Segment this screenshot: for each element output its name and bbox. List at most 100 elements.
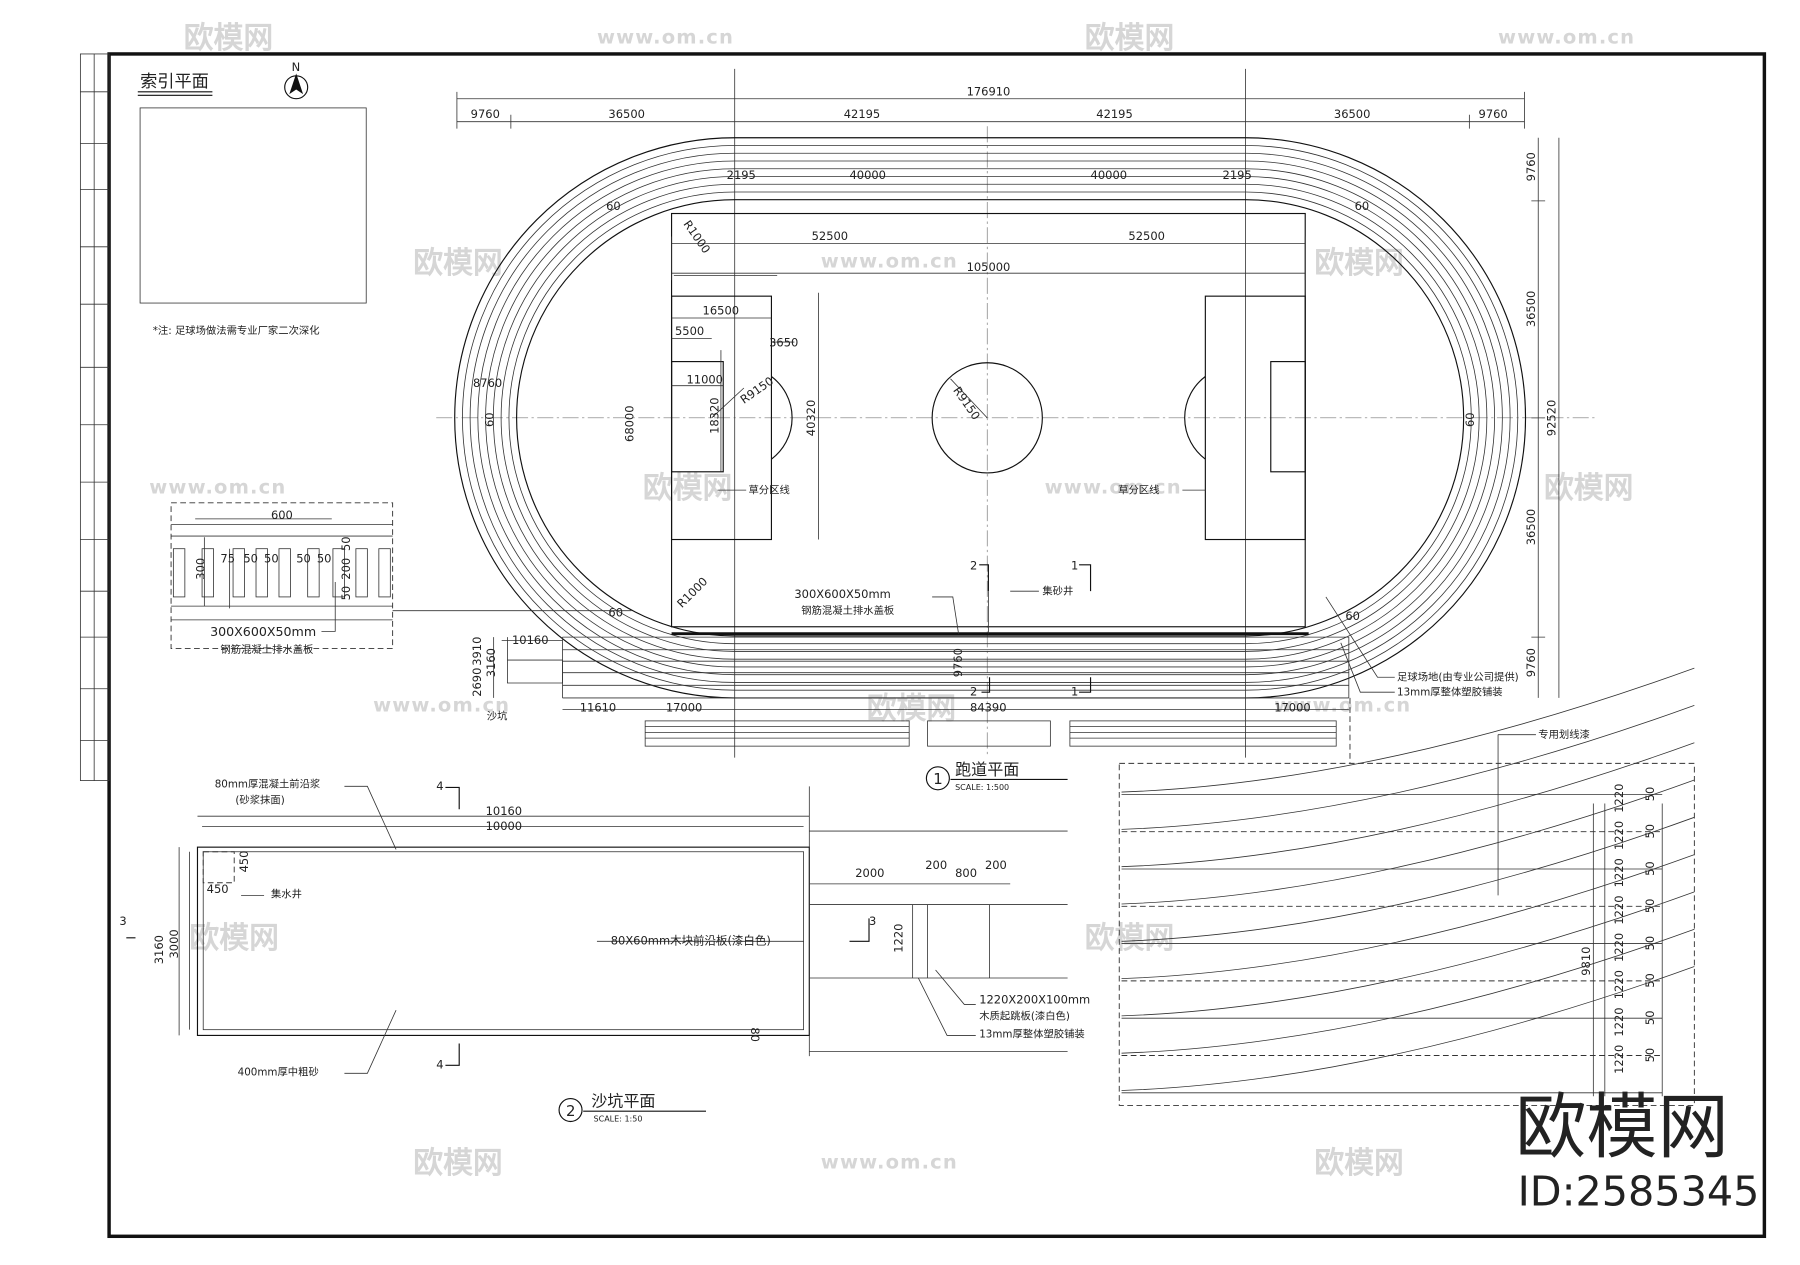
lane-width-dim: 1220	[1612, 933, 1626, 962]
lane-line	[516, 199, 1465, 637]
watermark-url: www.om.cn	[149, 476, 286, 499]
dim: 9760	[951, 648, 965, 677]
dim: 1220	[891, 924, 905, 953]
section-mark: 4	[436, 1058, 443, 1072]
dim: 60	[1345, 609, 1360, 623]
dim: 52500	[812, 229, 848, 243]
watermark-url: www.om.cn	[1045, 476, 1182, 499]
line-width-dim: 50	[1643, 1010, 1657, 1025]
dim: 60	[606, 199, 621, 213]
dim: R1000	[681, 218, 714, 256]
dim: 3910	[470, 637, 484, 666]
dim: 9760	[1524, 152, 1538, 181]
dim: 8760	[473, 376, 502, 390]
line-width-dim: 50	[1643, 899, 1657, 914]
sand-well-label: 集砂井	[1042, 585, 1073, 598]
dim: 60	[1355, 199, 1370, 213]
lane-line	[462, 145, 1519, 691]
dim: 40000	[1091, 168, 1127, 182]
lane-line	[493, 176, 1488, 660]
field-supplier-label: 足球场地(由专业公司提供)	[1397, 671, 1519, 684]
watermark-brand: 欧模网	[1544, 471, 1633, 506]
dim: 200	[985, 858, 1007, 872]
dim: 2000	[855, 866, 884, 880]
goal-area-left	[670, 361, 724, 473]
north-label: N	[292, 60, 301, 74]
title-strip	[79, 53, 110, 781]
dim: 800	[955, 866, 977, 880]
dim: 11610	[580, 701, 616, 715]
lane-line	[477, 160, 1503, 676]
takeoff-size: 1220X200X100mm	[979, 992, 1090, 1006]
takeoff-name: 木质起跳板(漆白色)	[979, 1009, 1070, 1022]
watermark-brand: 欧模网	[413, 1146, 502, 1181]
drawing-frame	[107, 52, 1767, 1239]
dim: 42195	[1096, 107, 1132, 121]
dim: 17000	[666, 701, 702, 715]
dim: 9760	[1524, 648, 1538, 677]
dim: 200	[339, 558, 353, 580]
dim: 68000	[623, 405, 637, 441]
watermark-url: www.om.cn	[821, 249, 958, 272]
title-2: 2 沙坑平面 SCALE: 1:50	[558, 1092, 707, 1124]
dim: 40000	[849, 168, 885, 182]
dim: 50	[243, 551, 258, 565]
watermark-brand: 欧模网	[1085, 21, 1174, 56]
drain-slots	[172, 548, 391, 598]
dim: 52500	[1128, 229, 1164, 243]
title-name: 跑道平面	[955, 760, 1019, 779]
watermark-brand: 欧模网	[643, 471, 732, 506]
watermark-brand: 欧模网	[413, 246, 502, 281]
line-width-dim: 50	[1643, 787, 1657, 802]
sandpit-plan: 80mm厚混凝土前沿浆 (砂浆抹面) 10160 10000 450 450 集…	[119, 777, 1090, 1123]
dim: 17000	[1274, 701, 1310, 715]
title-number: 1	[933, 770, 942, 788]
title-name: 沙坑平面	[591, 1092, 655, 1111]
well-label: 集水井	[271, 888, 302, 901]
drain-slot	[378, 548, 391, 598]
index-plan-title: 索引平面	[140, 72, 209, 92]
dim: 10160	[512, 633, 548, 647]
dim: 60	[1463, 412, 1477, 427]
section-mark: 2	[970, 558, 977, 572]
dim: 50	[264, 551, 279, 565]
rubber-label: 13mm厚整体塑胶铺装	[1397, 686, 1503, 699]
dim: 84390	[970, 701, 1006, 715]
lane-line	[485, 168, 1496, 668]
watermark-url: www.om.cn	[821, 1151, 958, 1174]
drain-slot	[201, 548, 214, 598]
lane-line	[469, 152, 1511, 683]
dim: 50	[296, 551, 311, 565]
index-plan-box	[139, 107, 367, 304]
section-mark: 1	[1071, 558, 1078, 572]
dim: 36500	[1334, 107, 1370, 121]
watermarks: 欧模网 www.om.cn 欧模网 www.om.cn 欧模网 www.om.c…	[149, 21, 1634, 1181]
dim: 2195	[1223, 168, 1252, 182]
dim: 10160	[486, 804, 522, 818]
watermark-url: www.om.cn	[597, 26, 734, 49]
dim: 60	[483, 412, 497, 427]
drain-name-label: 钢筋混凝土排水盖板	[801, 604, 894, 617]
dim: 50	[339, 586, 353, 601]
dim: 36500	[608, 107, 644, 121]
section-mark: 4	[436, 779, 443, 793]
paint-label: 专用划线漆	[1538, 728, 1590, 741]
section-mark: 3	[119, 914, 126, 928]
dim: 450	[237, 851, 251, 873]
dim: 42195	[844, 107, 880, 121]
watermark-brand-large: 欧模网	[1515, 1085, 1728, 1168]
line-width-dim: 50	[1643, 1048, 1657, 1063]
track-plan: 9760 36500 42195 42195 36500 9760 176910…	[436, 68, 1596, 792]
title-1: 1 跑道平面 SCALE: 1:500	[925, 760, 1068, 792]
lane-width-dim: 1220	[1612, 895, 1626, 924]
dim: R9150	[738, 374, 776, 407]
dim: 92520	[1544, 400, 1558, 436]
goal-area-right	[1270, 361, 1306, 473]
zone-line-label: 草分区线	[1118, 484, 1159, 497]
drain-slot	[355, 548, 368, 598]
rubber-label: 13mm厚整体塑胶铺装	[979, 1028, 1085, 1041]
drain-slot	[172, 548, 186, 598]
dim: 11000	[686, 372, 722, 386]
